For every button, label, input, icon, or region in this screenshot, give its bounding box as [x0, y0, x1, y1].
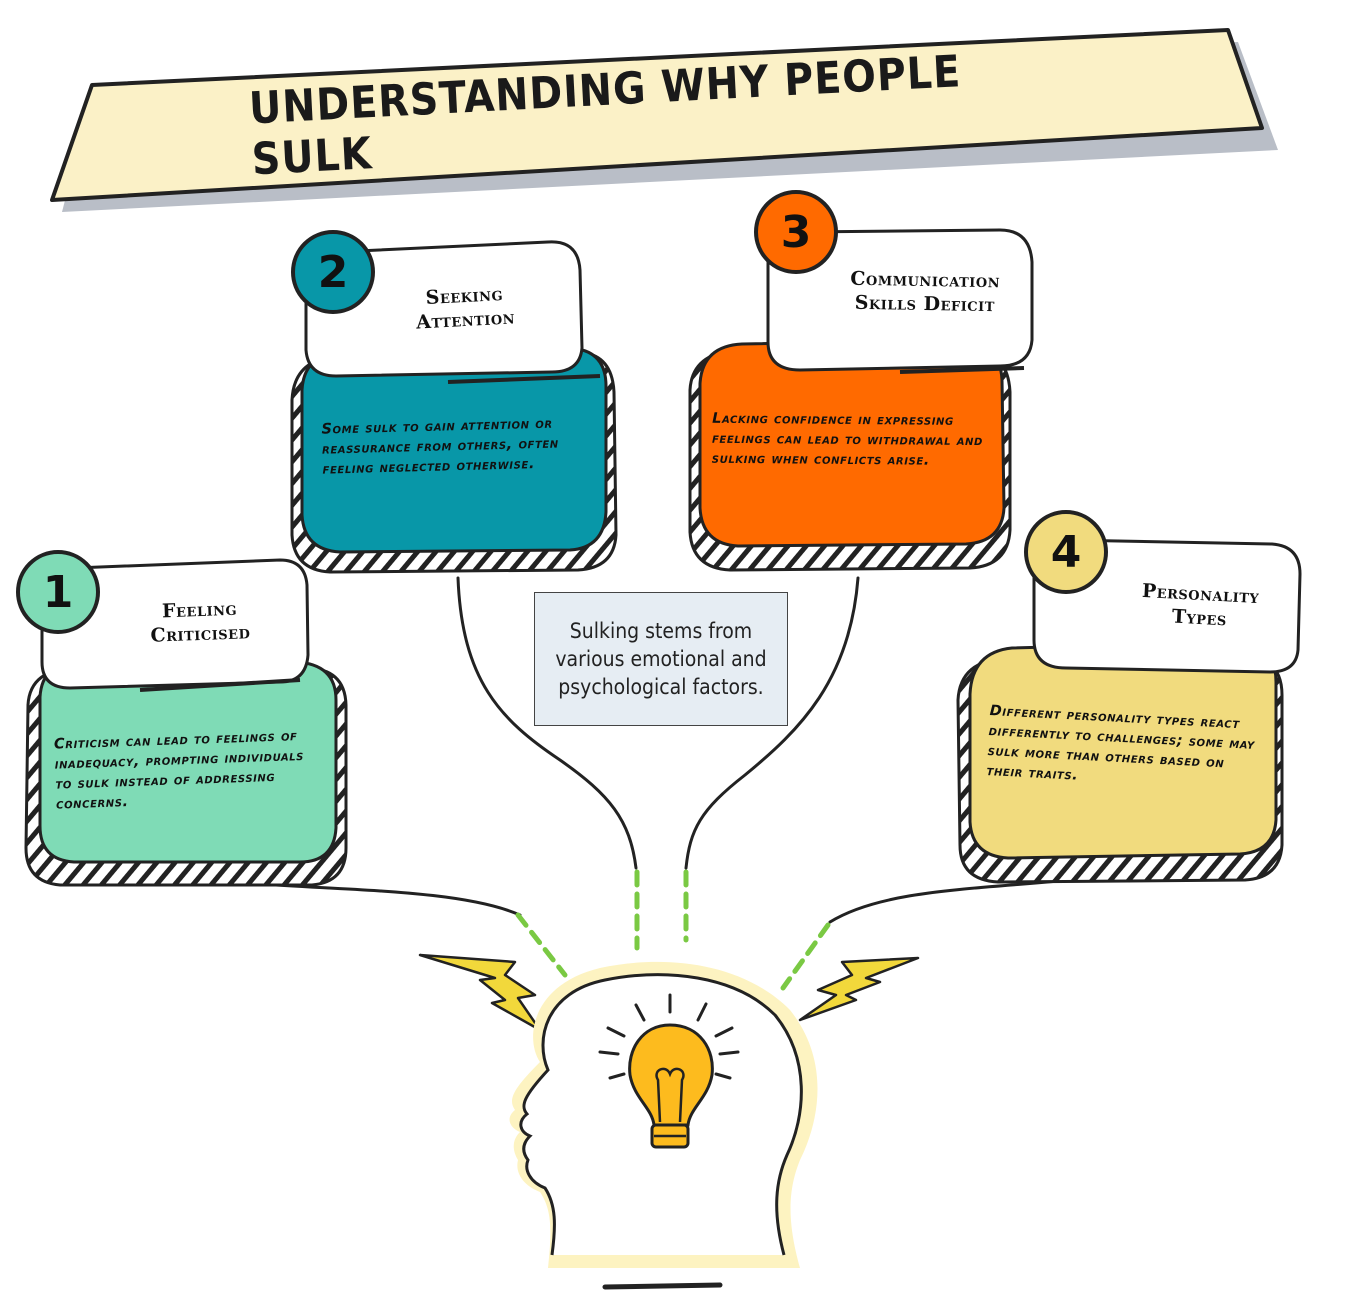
item-3-description: Lacking confidence in expressing feeling… — [711, 410, 984, 469]
item-2-card — [290, 230, 618, 574]
item-3-card — [688, 190, 1034, 572]
item-2-number: 2 — [317, 246, 349, 298]
item-4-card — [956, 510, 1302, 884]
item-1-number: 1 — [42, 566, 74, 618]
item-2-description: Some sulk to gain attention or reassuran… — [321, 415, 560, 478]
item-1-card — [16, 550, 348, 887]
lightbulb-icon — [598, 993, 740, 1149]
item-3-title: Communication Skills Deficit — [820, 266, 1031, 318]
item-4-description: Different personality types react differ… — [986, 703, 1256, 784]
connector-dashes — [515, 869, 831, 991]
item-3-number: 3 — [780, 206, 812, 258]
item-3-title-line2: Skills Deficit — [854, 291, 996, 317]
item-3-title-line1: Communication — [850, 267, 1001, 293]
item-1-description: Criticism can lead to feelings of inadeq… — [53, 728, 305, 813]
item-4-title: Personality Types — [1109, 577, 1291, 634]
center-note: Sulking stems from various emotional and… — [534, 592, 788, 726]
lightning-bolt-icon — [798, 956, 920, 1022]
item-4-number: 4 — [1050, 526, 1082, 578]
item-1-title: Feeling Criticised — [109, 595, 291, 649]
lightning-bolt-icon — [418, 953, 542, 1032]
item-2-title: Seeking Attention — [374, 279, 556, 336]
title-banner — [50, 28, 1278, 212]
